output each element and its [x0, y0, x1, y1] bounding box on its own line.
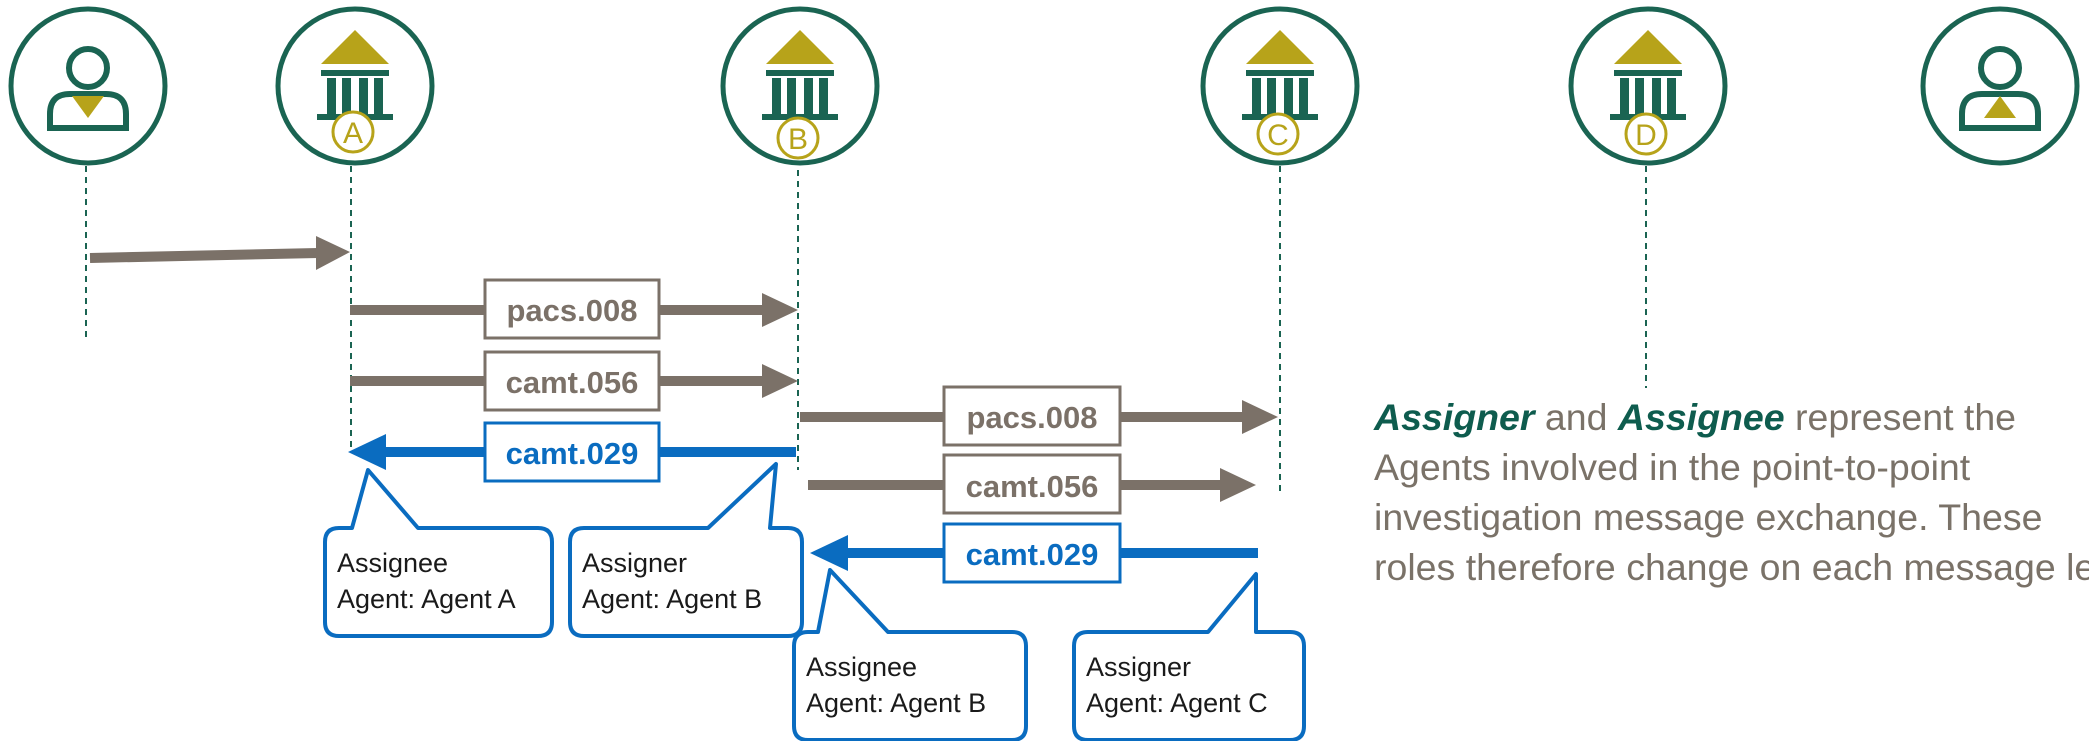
agent-letter: A	[343, 117, 363, 150]
callout-line2: Agent: Agent C	[1086, 688, 1268, 718]
arrow-camt029-b-to-a: camt.029	[348, 421, 796, 483]
agent-a-node: A	[275, 6, 435, 166]
message-box	[942, 385, 1122, 447]
message-label: camt.056	[506, 365, 639, 400]
keyword-assigner: Assigner	[1374, 396, 1535, 438]
agent-letter-badge	[776, 116, 820, 160]
callout-line2: Agent: Agent B	[806, 688, 986, 718]
callout-assigner-agent-b: Assigner Agent: Agent B	[568, 462, 804, 638]
agent-letter: C	[1267, 119, 1289, 152]
callout-assignee-agent-b: Assignee Agent: Agent B	[792, 568, 1028, 741]
callout-assigner-agent-c: Assigner Agent: Agent C	[1072, 572, 1306, 741]
message-box	[483, 421, 661, 483]
debtor-node	[8, 6, 168, 166]
agent-b-node: B	[720, 6, 880, 166]
creditor-node	[1920, 6, 2080, 166]
callout-line2: Agent: Agent A	[337, 584, 516, 614]
keyword-assignee: Assignee	[1617, 396, 1785, 438]
agent-letter: B	[788, 123, 808, 156]
callout-line1: Assignee	[337, 548, 448, 578]
callout-assignee-agent-a: Assignee Agent: Agent A	[323, 468, 554, 638]
message-box	[483, 278, 661, 340]
person-up-icon	[1959, 46, 2041, 131]
arrow-pacs008-a-to-b: pacs.008	[350, 278, 798, 340]
lifelines	[85, 166, 1647, 492]
arrow-camt029-c-to-b: camt.029	[810, 522, 1258, 584]
message-box	[483, 350, 661, 412]
agent-c-node: C	[1200, 6, 1360, 166]
message-label: camt.029	[506, 436, 639, 471]
note-text: represent the Agents involved in the poi…	[1374, 396, 2089, 588]
message-label: camt.029	[966, 537, 1099, 572]
person-down-icon	[47, 46, 129, 131]
message-box	[942, 522, 1122, 584]
arrow-camt056-b-to-c: camt.056	[808, 453, 1256, 515]
agent-letter-badge	[1256, 112, 1300, 156]
arrow-camt056-a-to-b: camt.056	[350, 350, 798, 412]
callout-line1: Assigner	[582, 548, 687, 578]
callout-line2: Agent: Agent B	[582, 584, 762, 614]
message-label: pacs.008	[507, 293, 638, 328]
message-label: pacs.008	[967, 400, 1098, 435]
agent-letter: D	[1635, 119, 1657, 152]
message-box	[942, 453, 1122, 515]
note-text: and	[1534, 396, 1618, 438]
message-label: camt.056	[966, 469, 1099, 504]
arrow-debtor-to-a	[89, 236, 350, 270]
agent-letter-badge	[1624, 112, 1668, 156]
arrow-pacs008-b-to-c: pacs.008	[800, 385, 1278, 447]
role-explanation-note: Assigner and Assignee represent the Agen…	[1374, 392, 2089, 592]
callout-line1: Assignee	[806, 652, 917, 682]
callout-line1: Assigner	[1086, 652, 1191, 682]
agent-d-node: D	[1568, 6, 1728, 166]
agent-letter-badge	[331, 110, 375, 154]
